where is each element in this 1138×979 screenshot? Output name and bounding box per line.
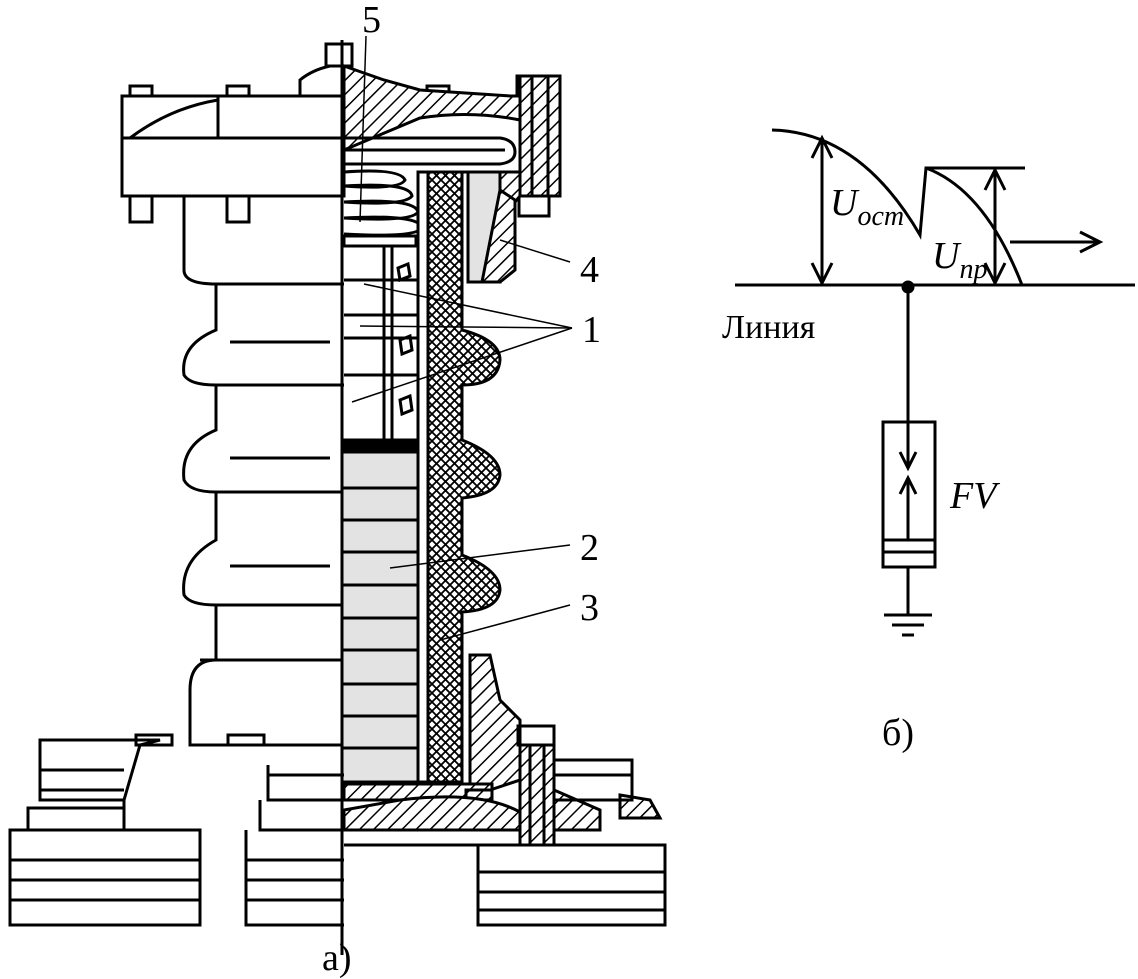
line-label: Линия: [722, 309, 816, 346]
top-flange-section: [342, 63, 562, 284]
callout-leaders: [351, 35, 573, 641]
incoming-voltage-subscript: пр: [959, 254, 987, 285]
incoming-voltage-label: Uпр: [932, 235, 987, 285]
bottom-base: [8, 733, 667, 927]
callout-4: 4: [580, 249, 599, 291]
callout-3: 3: [580, 587, 599, 629]
varistor-stack: [340, 438, 420, 784]
spring: [342, 169, 424, 248]
top-flange: [120, 42, 551, 224]
spark-gap-stack: [344, 246, 418, 440]
residual-voltage-symbol: U: [830, 182, 860, 224]
callout-2: 2: [580, 527, 599, 569]
callout-1: 1: [582, 309, 601, 351]
arrester-circuit: [735, 128, 1135, 637]
caption-b: б): [882, 712, 914, 754]
incoming-voltage-symbol: U: [932, 235, 962, 277]
arrester-label: FV: [949, 475, 1000, 517]
residual-voltage-subscript: ост: [857, 201, 904, 232]
bottom-flange-section: [342, 653, 663, 847]
arrester-cross-section: [8, 35, 667, 955]
porcelain-housing: [182, 196, 344, 747]
voltage-wave: [771, 128, 1025, 240]
caption-a: а): [322, 937, 352, 979]
callout-5: 5: [362, 0, 381, 41]
porcelain-section: [426, 170, 502, 784]
residual-voltage-label: Uост: [830, 182, 904, 232]
